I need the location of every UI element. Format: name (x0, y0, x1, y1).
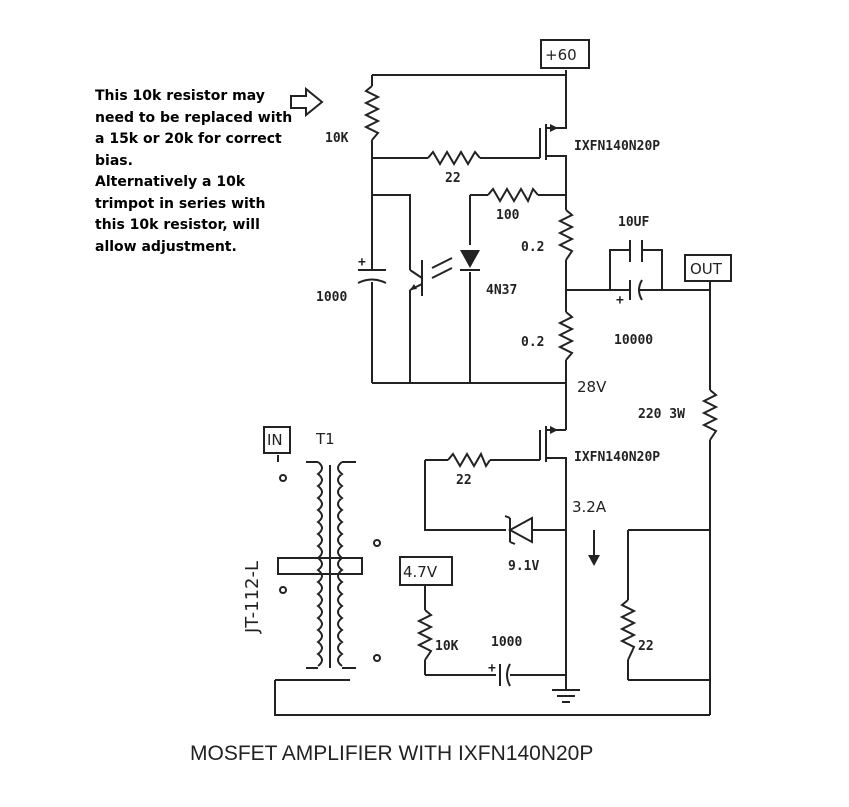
zener-diode (504, 515, 533, 545)
capacitor-10uf (625, 240, 647, 262)
out-label: OUT (690, 260, 723, 278)
transformer-t1-label: T1 (315, 430, 335, 448)
svg-text:+: + (358, 255, 366, 270)
resistor-22-mid-label: 22 (456, 473, 472, 488)
resistors (363, 85, 719, 661)
capacitors: + + + (357, 240, 662, 687)
diagram-title: MOSFET AMPLIFIER WITH IXFN140N20P (190, 742, 593, 765)
hollow-right-arrow-icon (290, 86, 324, 118)
resistor-22-mid (447, 451, 491, 469)
resistor-10k-top (363, 85, 381, 141)
optocoupler-4n37 (409, 250, 480, 296)
annotation-note: This 10k resistor may need to be replace… (95, 86, 310, 258)
transformer-model-label: JT-112-L (242, 561, 263, 634)
note-line: need to be replaced with (95, 109, 293, 126)
resistor-0-2-a (557, 209, 575, 261)
in-label: IN (267, 431, 283, 449)
capacitor-10uf-label: 10UF (618, 215, 649, 230)
mosfet-top-arrow-icon (550, 124, 558, 132)
note-line: allow adjustment. (95, 238, 237, 255)
note-line: This 10k resistor may (95, 88, 265, 104)
capacitor-1000-bottom: + (488, 661, 511, 687)
note-line: Alternatively a 10k (95, 174, 246, 190)
resistor-0-2-b-label: 0.2 (521, 335, 544, 350)
current-arrow-icon (588, 530, 600, 566)
svg-text:+: + (616, 293, 624, 308)
resistor-10k-bottom-label: 10K (435, 639, 459, 654)
note-line: this 10k resistor, will (95, 217, 260, 233)
capacitor-1000-bottom-label: 1000 (491, 635, 522, 650)
resistor-220-3w-label: 220 3W (638, 407, 685, 422)
resistor-10k-top-label: 10K (325, 131, 349, 146)
transformer-t1 (277, 461, 381, 669)
resistor-22-top (427, 150, 481, 166)
resistor-22-bottom (619, 599, 637, 661)
resistor-22-top-label: 22 (445, 171, 461, 186)
supply-label: +60 (545, 46, 577, 64)
mosfet-bottom-label: IXFN140N20P (574, 450, 660, 465)
resistor-0-2-a-label: 0.2 (521, 240, 544, 255)
zener-label: 9.1V (508, 559, 539, 574)
resistor-100-label: 100 (496, 208, 520, 223)
capacitor-1000-top: + (357, 255, 387, 284)
note-line: trimpot in series with (95, 195, 266, 212)
supply-box (540, 39, 590, 69)
voltage-28v-label: 28V (577, 378, 607, 396)
resistor-10k-bottom (416, 609, 434, 661)
voltage-4-7v-label: 4.7V (403, 563, 438, 581)
svg-text:+: + (488, 661, 496, 676)
resistor-100 (487, 187, 539, 204)
note-line: a 15k or 20k for correct (95, 131, 282, 147)
mosfet-top-label: IXFN140N20P (574, 139, 660, 154)
resistor-220-3w (701, 389, 719, 441)
out-box (684, 254, 732, 282)
resistor-22-bottom-label: 22 (638, 639, 654, 654)
ground-icon (552, 689, 580, 703)
resistor-0-2-b (557, 311, 575, 361)
capacitor-1000-top-label: 1000 (316, 290, 347, 305)
capacitor-10000-label: 10000 (614, 333, 653, 348)
optocoupler-label: 4N37 (486, 283, 517, 298)
mosfet-bottom-arrow-icon (550, 426, 558, 434)
capacitor-10000: + (610, 279, 662, 308)
note-line: bias. (95, 152, 133, 169)
v-4-7-box (399, 556, 453, 586)
current-label: 3.2A (572, 498, 607, 516)
wires (274, 70, 711, 716)
in-box (263, 426, 291, 454)
